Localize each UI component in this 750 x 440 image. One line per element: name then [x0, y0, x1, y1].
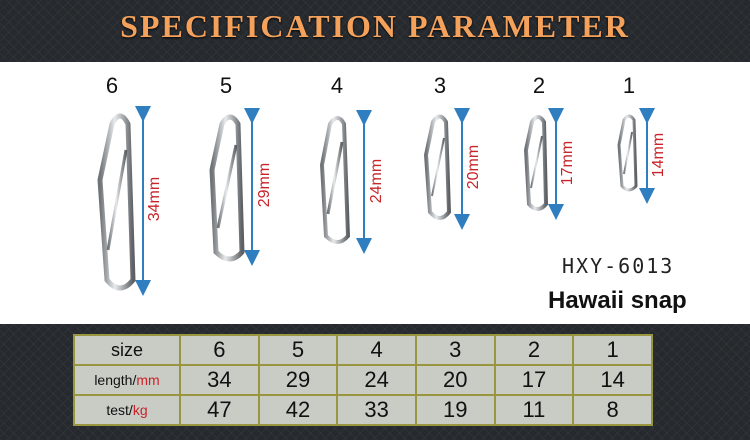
cell-length: 29	[257, 364, 339, 396]
product-name: Hawaii snap	[548, 287, 687, 314]
cell-size: 2	[493, 334, 575, 366]
header-size: size	[73, 334, 181, 366]
cell-length: 20	[414, 364, 496, 396]
size-label-2: 2	[532, 73, 546, 98]
cell-test: 11	[493, 394, 575, 426]
size-label-1: 1	[622, 73, 636, 98]
cell-length: 17	[493, 364, 575, 396]
header-length: length/mm	[73, 364, 181, 396]
cell-length: 24	[336, 364, 417, 396]
header-length-unit: mm	[136, 372, 160, 388]
cell-size: 4	[336, 334, 417, 366]
model-code: HXY-6013	[562, 254, 675, 278]
dimension-label-1: 14mm	[650, 132, 667, 178]
snap-2	[523, 115, 549, 211]
dimension-label-4: 24mm	[368, 158, 385, 204]
snap-4	[319, 116, 351, 244]
cell-size: 1	[572, 334, 653, 366]
dimension-label-3: 20mm	[465, 144, 482, 190]
cell-test: 47	[179, 394, 260, 426]
header-test: test/kg	[73, 394, 181, 426]
cell-length: 34	[179, 364, 260, 396]
size-label-3: 3	[433, 73, 447, 98]
size-label-6: 6	[105, 73, 119, 98]
snap-5	[209, 114, 245, 262]
dimension-label-2: 17mm	[559, 140, 576, 186]
cell-test: 33	[336, 394, 417, 426]
cell-size: 6	[179, 334, 260, 366]
product-panel	[0, 62, 750, 324]
cell-test: 8	[572, 394, 653, 426]
cell-size: 3	[414, 334, 496, 366]
cell-size: 5	[257, 334, 339, 366]
dimension-label-5: 29mm	[256, 162, 273, 208]
dimension-label-6: 34mm	[146, 176, 163, 222]
snap-6	[97, 113, 136, 291]
header-length-text: length/	[94, 372, 137, 388]
cell-test: 42	[257, 394, 339, 426]
spec-table: size 6 5 4 3 2 1 length/mm 34 29 24 20 1…	[73, 334, 653, 426]
cell-length: 14	[572, 364, 653, 396]
table-row-size: size 6 5 4 3 2 1	[73, 334, 653, 366]
size-label-5: 5	[219, 73, 233, 98]
snap-3	[423, 114, 452, 220]
page-title: SPECIFICATION PARAMETER	[120, 8, 630, 44]
snap-1	[617, 114, 638, 192]
table-row-length: length/mm 34 29 24 20 17 14	[73, 364, 653, 396]
table-row-test: test/kg 47 42 33 19 11 8	[73, 394, 653, 426]
cell-test: 19	[414, 394, 496, 426]
header-test-text: test/	[106, 402, 133, 418]
size-label-4: 4	[330, 73, 344, 98]
header-test-unit: kg	[132, 402, 148, 418]
